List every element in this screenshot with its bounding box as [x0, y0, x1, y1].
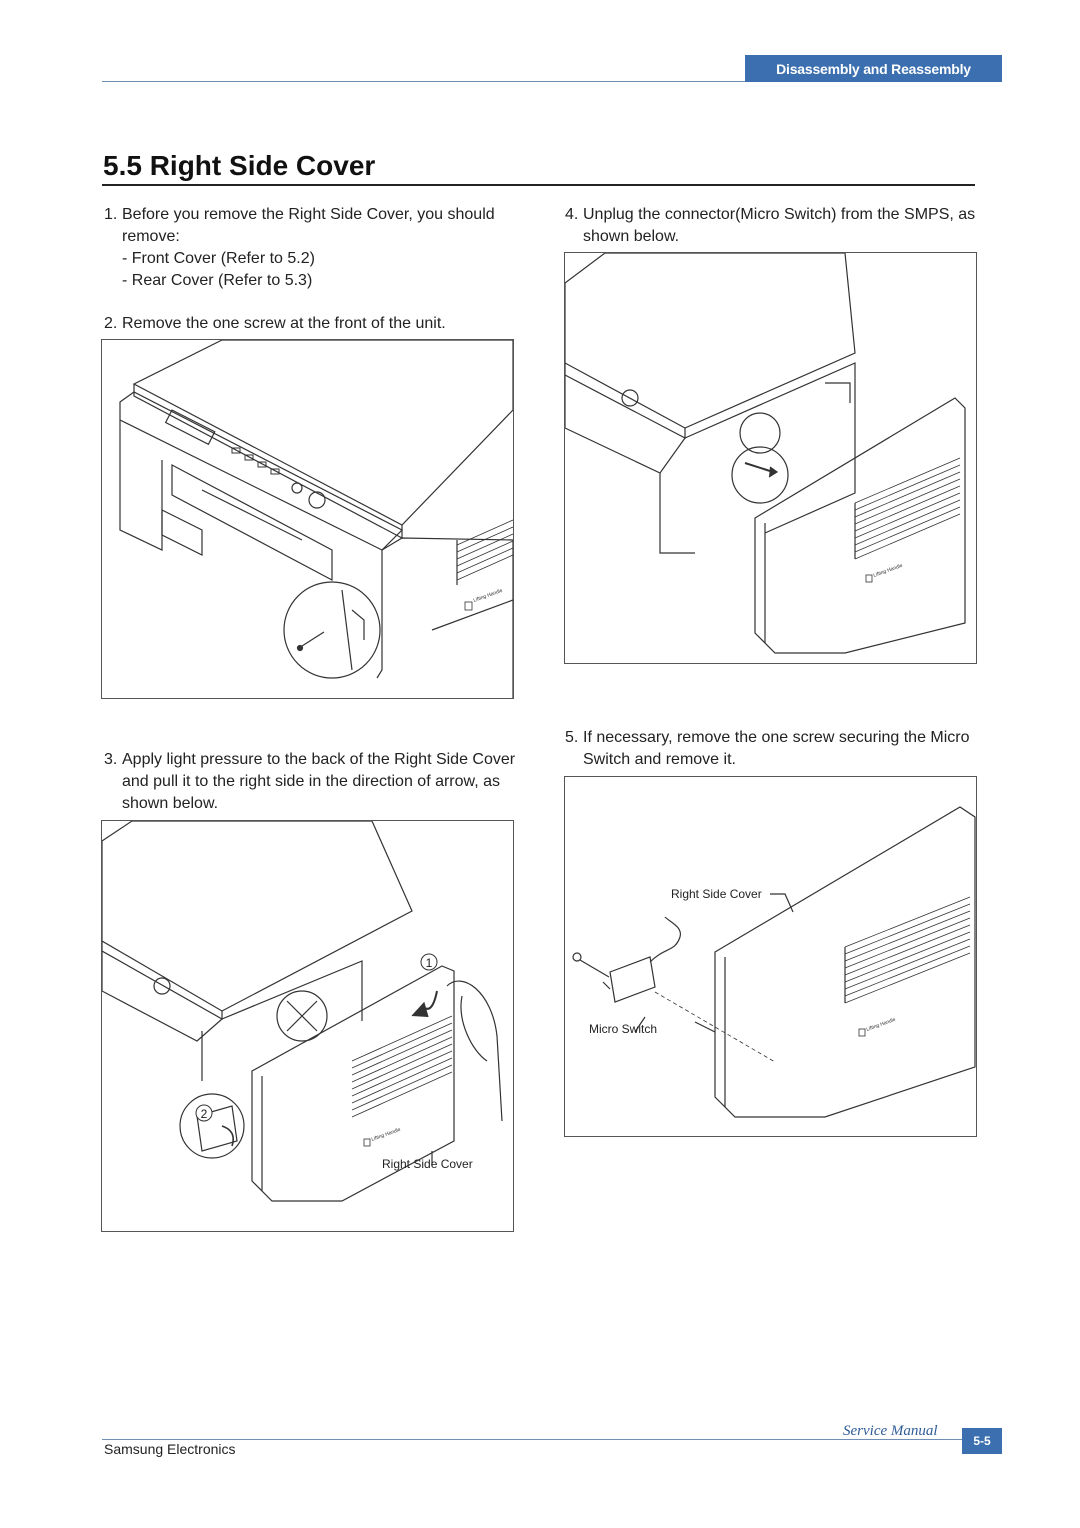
- figure-micro-switch: Lifting Handle Right Side Cover Micro Sw…: [564, 776, 977, 1137]
- footer-manual-title: Service Manual: [843, 1423, 938, 1439]
- printer-front-illustration: Lifting Handle: [119, 340, 513, 698]
- step-text: Apply light pressure to the back of the …: [122, 751, 516, 812]
- figure-front-screw: Lifting Handle: [101, 339, 514, 699]
- step-3: 3. Apply light pressure to the back of t…: [104, 749, 524, 815]
- step-number: 5.: [565, 729, 579, 746]
- step-text: Remove the one screw at the front of the…: [122, 315, 446, 332]
- step-number: 1.: [104, 206, 118, 223]
- step-number: 2.: [104, 315, 118, 332]
- callout-micro-switch: Micro Switch: [589, 1022, 658, 1036]
- micro-switch-illustration: Lifting Handle: [572, 806, 976, 1118]
- lifting-handle-label: Lifting Handle: [473, 588, 504, 604]
- marker-1: 1: [426, 956, 433, 970]
- step-text: If necessary, remove the one screw secur…: [583, 729, 970, 768]
- title-rule: [102, 184, 975, 186]
- printer-cover-pull-illustration: 1 2 Lifting Handle: [102, 821, 503, 1202]
- figure-unplug-connector: Lifting Handle: [564, 252, 977, 664]
- page-title: 5.5 Right Side Cover: [103, 150, 376, 181]
- callout-right-side-cover: Right Side Cover: [671, 887, 762, 901]
- step-item: - Front Cover (Refer to 5.2): [122, 250, 315, 267]
- step-text: Before you remove the Right Side Cover, …: [122, 206, 495, 245]
- figure-pull-cover: 1 2 Lifting Handle Right Side Cover: [101, 820, 514, 1232]
- step-5: 5. If necessary, remove the one screw se…: [565, 727, 985, 771]
- step-item: - Rear Cover (Refer to 5.3): [122, 272, 313, 289]
- step-2: 2. Remove the one screw at the front of …: [104, 313, 524, 335]
- printer-connector-illustration: Lifting Handle: [565, 253, 966, 654]
- step-number: 4.: [565, 206, 579, 223]
- step-4: 4. Unplug the connector(Micro Switch) fr…: [565, 204, 985, 248]
- lifting-handle-label: Lifting Handle: [371, 1127, 402, 1143]
- step-number: 3.: [104, 751, 118, 768]
- lifting-handle-label: Lifting Handle: [866, 1017, 897, 1033]
- header-rule: [102, 81, 1002, 82]
- marker-2: 2: [201, 1107, 208, 1121]
- section-tab: Disassembly and Reassembly: [745, 55, 1002, 82]
- page-number: 5-5: [962, 1428, 1002, 1454]
- footer-rule: [102, 1439, 1002, 1440]
- callout-right-side-cover: Right Side Cover: [382, 1157, 473, 1171]
- lifting-handle-label: Lifting Handle: [873, 563, 904, 579]
- footer-company: Samsung Electronics: [104, 1441, 236, 1457]
- step-text: Unplug the connector(Micro Switch) from …: [583, 206, 976, 245]
- step-1: 1. Before you remove the Right Side Cove…: [104, 204, 524, 292]
